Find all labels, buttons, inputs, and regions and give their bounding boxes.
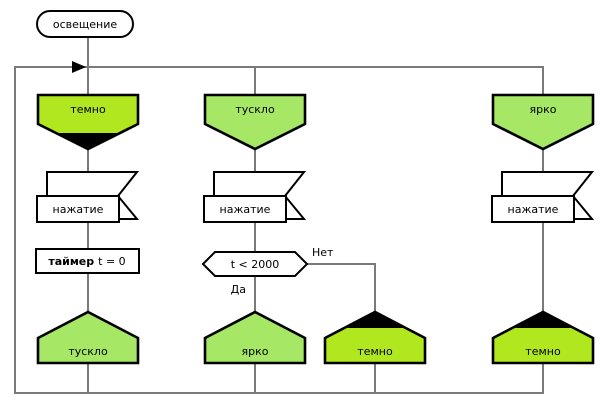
start-node-shape xyxy=(36,10,134,38)
state-marker-triangle xyxy=(347,312,403,328)
state-shape-bright-bottom xyxy=(203,310,307,365)
connector-loop xyxy=(14,66,544,394)
event-label: нажатие xyxy=(220,203,271,216)
state-label: тускло xyxy=(68,345,108,358)
branch-no-label: Нет xyxy=(312,246,334,259)
state-shape-dark-middle xyxy=(323,310,427,365)
state-node-dark-bottom: темно xyxy=(491,310,595,365)
state-shape-dim-top xyxy=(203,93,307,151)
event-node-dim: нажатие xyxy=(203,171,307,223)
event-label: нажатие xyxy=(53,203,104,216)
event-node-bright: нажатие xyxy=(491,171,595,223)
event-node-dark: нажатие xyxy=(36,171,140,223)
state-shape-bright-top xyxy=(491,93,595,151)
state-node-dark-middle: темно xyxy=(323,310,427,365)
decision-node-timer-check: t < 2000 xyxy=(201,251,309,277)
action-node-timer: таймер t = 0 xyxy=(35,248,140,274)
flow-direction-arrow-icon xyxy=(72,61,86,73)
branch-yes-label: Да xyxy=(231,283,246,296)
state-node-dim-bottom: тускло xyxy=(36,310,140,365)
event-label: нажатие xyxy=(508,203,559,216)
state-label: тускло xyxy=(235,103,275,116)
state-marker-triangle xyxy=(56,133,120,150)
state-label: ярко xyxy=(242,345,269,358)
state-label: ярко xyxy=(530,103,557,116)
decision-hexagon xyxy=(201,251,309,277)
state-label: темно xyxy=(70,103,106,116)
start-node: освещение xyxy=(36,10,134,38)
state-node-dim-top: тускло xyxy=(203,93,307,151)
state-shape-dark-bottom xyxy=(491,310,595,365)
state-node-bright-bottom: ярко xyxy=(203,310,307,365)
start-node-label: освещение xyxy=(53,18,117,31)
action-label-rest: t = 0 xyxy=(98,255,126,268)
event-label-box xyxy=(36,195,120,223)
decision-label: t < 2000 xyxy=(231,258,280,271)
state-node-dark-top: темно xyxy=(36,93,140,151)
action-box xyxy=(35,248,140,274)
action-label: таймер t = 0 xyxy=(48,255,125,268)
state-shape-dim-bottom xyxy=(36,310,140,365)
action-label-bold: таймер xyxy=(48,255,94,268)
state-marker-triangle xyxy=(515,312,571,328)
state-label: темно xyxy=(525,345,561,358)
state-node-bright-top: ярко xyxy=(491,93,595,151)
state-label: темно xyxy=(357,345,393,358)
event-label-box xyxy=(203,195,287,223)
event-label-box xyxy=(491,195,575,223)
